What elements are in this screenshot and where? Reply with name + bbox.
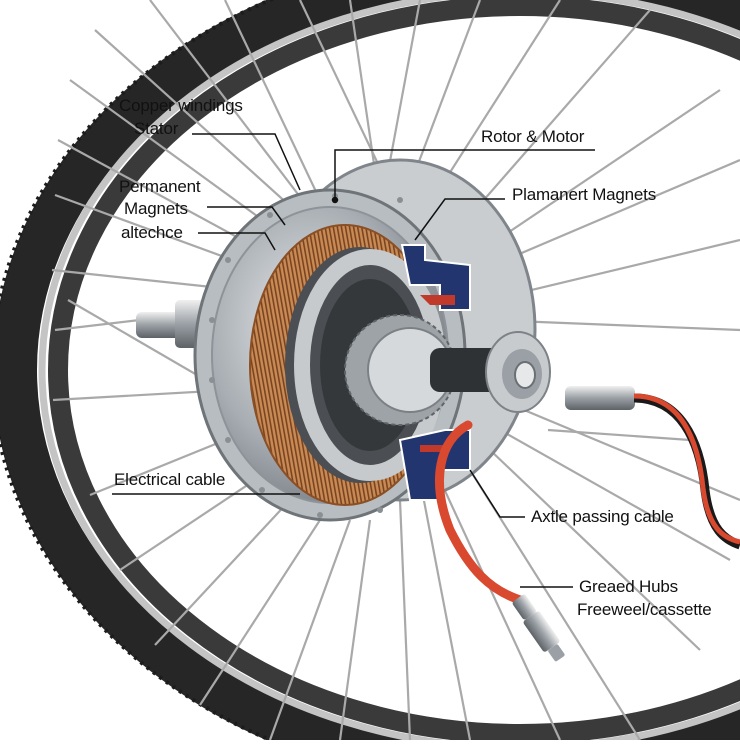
label-greaed-hubs: Greaed Hubs: [579, 577, 678, 596]
internal-cable: [435, 420, 565, 662]
cutaway-section: [398, 244, 471, 501]
freewheel-gear: [344, 314, 456, 426]
label-magnets: Magnets: [124, 199, 188, 218]
label-rotor-motor: Rotor & Motor: [481, 127, 585, 146]
label-altechce: altechce: [121, 223, 183, 242]
label-freeweel-cassette: Freeweel/cassette: [577, 600, 712, 619]
leader-lines: [112, 133, 595, 588]
label-plamanert-magnets: Plamanert Magnets: [512, 185, 657, 204]
right-axle: [430, 331, 551, 413]
label-permanent: Permanent: [119, 177, 201, 196]
label-copper-windings: Copper windings: [119, 96, 243, 115]
label-electrical-cable: Electrical cable: [114, 470, 226, 489]
label-stator: Stator: [134, 119, 179, 138]
external-cable: [565, 386, 740, 550]
label-axle-passing-cable: Axtle passing cable: [531, 507, 674, 526]
